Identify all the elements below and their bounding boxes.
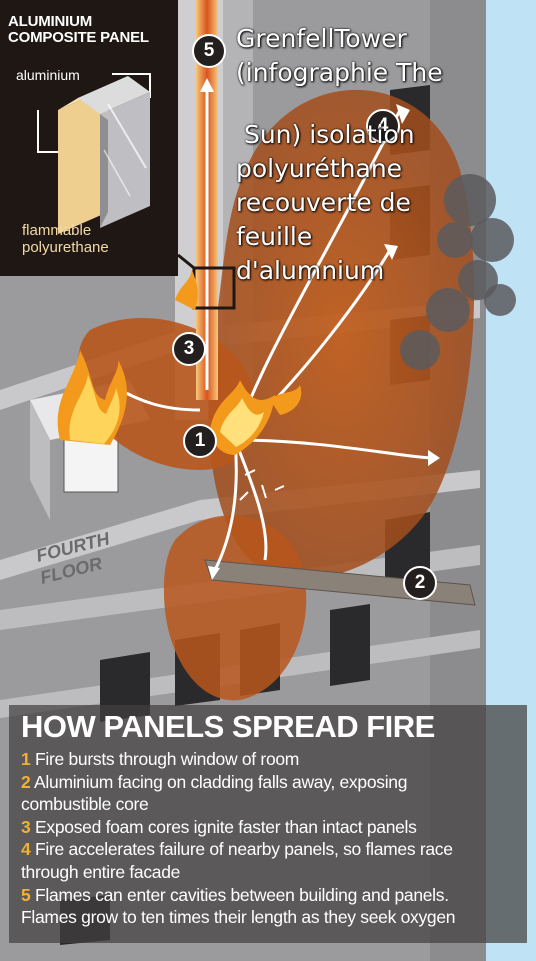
label-core-line2: polyurethane — [22, 239, 109, 256]
marker-5: 5 — [192, 34, 226, 68]
overlay-caption: GrenfellTower (infographie The Sun) isol… — [236, 22, 532, 288]
debris — [239, 469, 285, 501]
legend-item-2: 2 Aluminium facing on cladding falls awa… — [21, 771, 527, 794]
legend-text: Exposed foam cores ignite faster than in… — [35, 816, 417, 837]
overlay-line: feuille — [236, 222, 313, 251]
legend-title: HOW PANELS SPREAD FIRE — [21, 709, 435, 744]
legend-item-4-cont: through entire facade — [21, 861, 181, 882]
legend-item-1: 1 Fire bursts through window of room — [21, 748, 527, 771]
legend-item-5: 5 Flames can enter cavities between buil… — [21, 884, 527, 907]
overlay-line: (infographie The — [236, 58, 443, 87]
marker-4: 4 — [366, 109, 400, 143]
inset-title-line2: COMPOSITE PANEL — [8, 29, 149, 46]
fire-glow-lower — [163, 515, 307, 701]
room-wall — [30, 400, 50, 520]
label-aluminium: aluminium — [16, 67, 80, 83]
panel-drawing — [37, 73, 151, 234]
smoke — [400, 174, 516, 370]
arrowheads — [208, 104, 440, 580]
legend-text: Fire bursts through window of room — [35, 749, 300, 769]
legend-text: Aluminium facing on cladding falls away,… — [34, 771, 408, 792]
legend-number: 1 — [21, 749, 31, 769]
marker-2: 2 — [403, 566, 437, 600]
legend-item-5-cont: Flames grow to ten times their length as… — [21, 907, 456, 928]
legend-list: 1 Fire bursts through window of room 2 A… — [21, 748, 527, 929]
legend-number: 2 — [21, 771, 31, 792]
shaft-arrowhead — [200, 78, 214, 92]
overlay-line: d'alumnium — [236, 256, 385, 285]
inset-title-line1: ALUMINIUM — [8, 13, 93, 30]
legend-text: Fire accelerates failure of nearby panel… — [35, 839, 453, 860]
overlay-line: Sun) isolation — [236, 120, 415, 149]
composite-panel-inset: ALUMINIUM COMPOSITE PANEL aluminium flam… — [0, 0, 178, 276]
room-furniture — [63, 435, 119, 493]
label-core-line1: flammable — [22, 222, 92, 239]
legend-number: 4 — [21, 839, 31, 860]
legend-item-4: 4 Fire accelerates failure of nearby pan… — [21, 838, 527, 861]
overlay-line: GrenfellTower — [236, 24, 407, 53]
overlay-line: polyuréthane — [236, 154, 403, 183]
inset-title: ALUMINIUM COMPOSITE PANEL — [8, 14, 178, 46]
marker-1: 1 — [183, 424, 217, 458]
legend-item-3: 3 Exposed foam cores ignite faster than … — [21, 816, 527, 839]
legend-panel: HOW PANELS SPREAD FIRE 1 Fire bursts thr… — [9, 705, 527, 943]
legend-item-2-cont: combustible core — [21, 794, 149, 815]
label-core: flammable polyurethane — [22, 222, 172, 256]
legend-number: 3 — [21, 816, 31, 837]
marker-3: 3 — [172, 332, 206, 366]
legend-number: 5 — [21, 884, 31, 905]
zoom-connector — [177, 253, 195, 270]
legend-text: Flames can enter cavities between buildi… — [35, 884, 449, 905]
overlay-line: recouverte de — [236, 188, 411, 217]
flames — [57, 270, 302, 455]
